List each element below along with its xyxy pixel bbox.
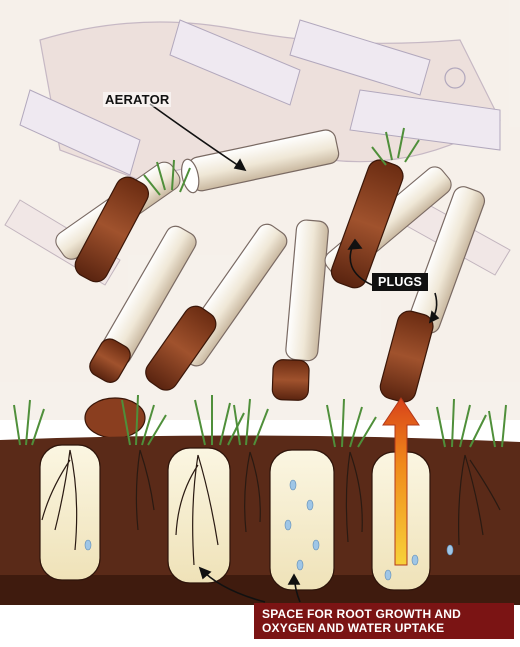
space-label-line-1: SPACE FOR ROOT GROWTH AND: [262, 607, 508, 621]
space-label-line-2: OXYGEN AND WATER UPTAKE: [262, 621, 508, 635]
space-for-root-growth-label: SPACE FOR ROOT GROWTH AND OXYGEN AND WAT…: [254, 603, 514, 639]
aerator-label: AERATOR: [103, 92, 171, 107]
plugs-label: PLUGS: [372, 273, 428, 291]
aerator-machine-background: [0, 0, 520, 420]
